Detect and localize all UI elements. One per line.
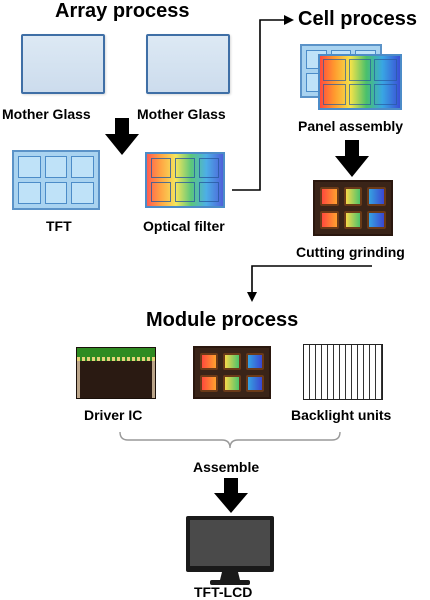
down-arrow-icon: [214, 478, 248, 513]
mother-glass-image-2: [146, 34, 230, 94]
tft-image: [12, 150, 100, 210]
label-mother-glass-2: Mother Glass: [137, 106, 226, 122]
panel-image: [193, 346, 271, 399]
elbow-connector-icon: [232, 15, 294, 191]
label-cutting-grinding: Cutting grinding: [296, 244, 405, 260]
heading-array-process: Array process: [55, 0, 190, 22]
label-driver-ic: Driver IC: [84, 407, 143, 423]
driver-ic-image: [76, 347, 156, 399]
label-backlight-units: Backlight units: [291, 407, 392, 423]
down-arrow-icon: [335, 140, 369, 177]
monitor-icon: [186, 516, 274, 585]
heading-cell-process: Cell process: [298, 8, 417, 30]
mother-glass-image-1: [21, 34, 105, 94]
panel-assembly-image: [300, 44, 402, 110]
label-mother-glass-1: Mother Glass: [2, 106, 91, 122]
label-tft: TFT: [46, 218, 72, 234]
bracket-icon: [119, 431, 341, 449]
backlight-unit-image: [303, 344, 383, 400]
cut-panel-image: [313, 180, 393, 236]
down-arrow-icon: [105, 118, 139, 155]
label-panel-assembly: Panel assembly: [298, 118, 404, 134]
label-assemble: Assemble: [193, 459, 260, 475]
elbow-connector-icon: [247, 265, 372, 302]
label-tft-lcd: TFT-LCD: [194, 584, 253, 600]
optical-filter-image: [145, 152, 225, 208]
label-optical-filter: Optical filter: [143, 218, 225, 234]
heading-module-process: Module process: [146, 309, 299, 331]
